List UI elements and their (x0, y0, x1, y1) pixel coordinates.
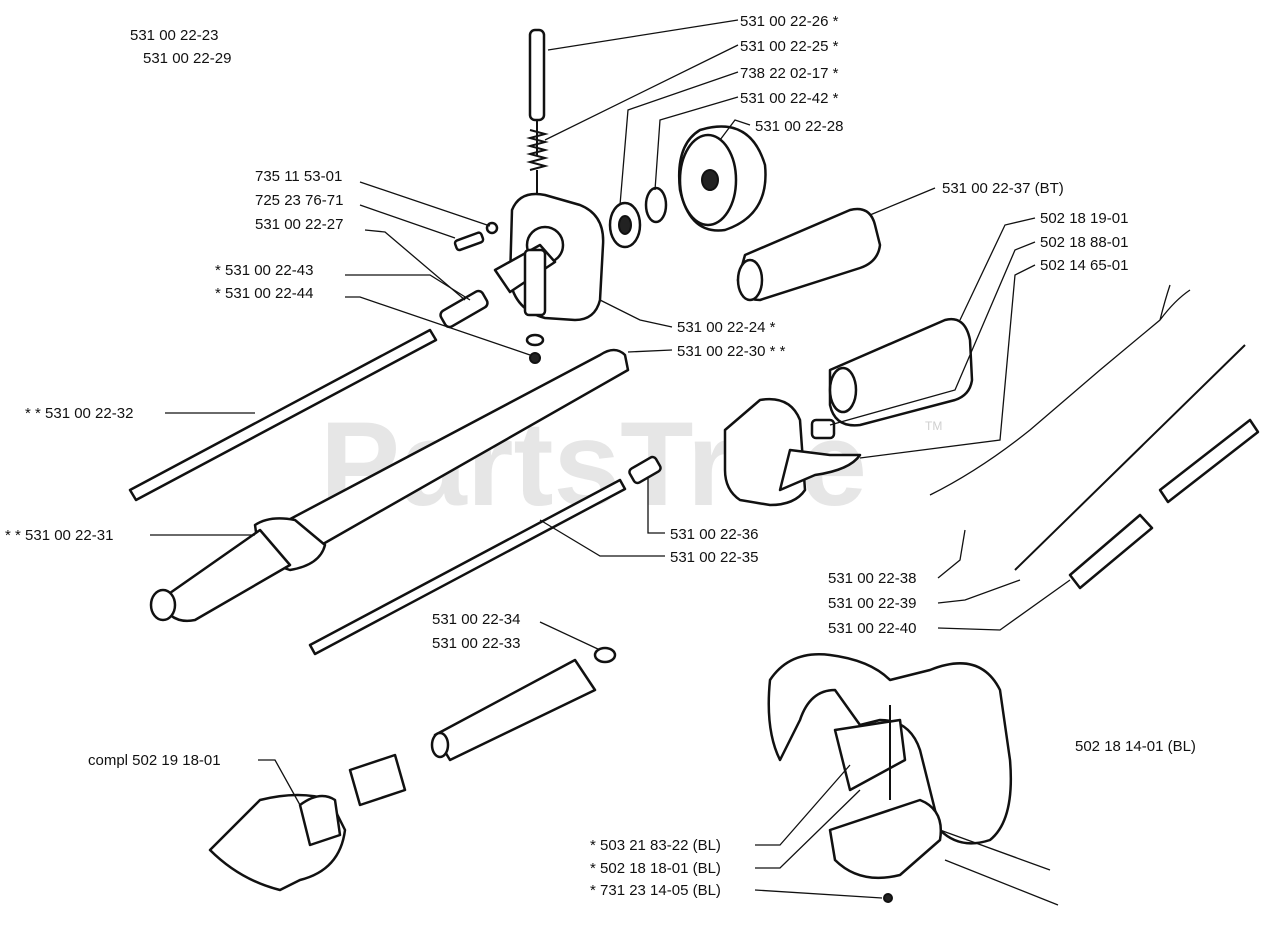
part-guard (208, 753, 407, 892)
label-531-00-22-36: 531 00 22-36 (670, 526, 758, 543)
part-spiral-sleeve (1068, 418, 1260, 590)
part-cable (1014, 344, 1246, 571)
part-gear-housing (493, 192, 605, 364)
label-531-00-22-30: 531 00 22-30 * * (677, 343, 786, 360)
label-502-18-18-01: * 502 18 18-01 (BL) (590, 860, 721, 877)
label-735-11-53-01: 735 11 53-01 (255, 168, 342, 185)
header-label-2: 531 00 22-29 (143, 50, 231, 67)
part-screw (453, 221, 499, 252)
label-738-22-02-17: 738 22 02-17 * (740, 65, 839, 82)
part-sleeve (810, 418, 836, 440)
label-531-00-22-39: 531 00 22-39 (828, 595, 916, 612)
part-bushing (628, 455, 662, 485)
part-loop-handle (767, 653, 1013, 903)
label-502-14-65-01: 502 14 65-01 (1040, 257, 1128, 274)
part-throttle-housing (723, 397, 862, 507)
label-531-00-22-38: 531 00 22-38 (828, 570, 916, 587)
label-531-00-22-37: 531 00 22-37 (BT) (942, 180, 1064, 197)
label-531-00-22-42: 531 00 22-42 * (740, 90, 839, 107)
label-502-18-19-01: 502 18 19-01 (1040, 210, 1128, 227)
part-drum (678, 125, 767, 232)
label-531-00-22-25: 531 00 22-25 * (740, 38, 839, 55)
part-extension-tube (430, 658, 597, 762)
label-503-21-83-22: * 503 21 83-22 (BL) (590, 837, 721, 854)
label-531-00-22-35: 531 00 22-35 (670, 549, 758, 566)
part-bearing (608, 201, 642, 249)
leader-lines (150, 19, 1071, 906)
label-731-23-14-05: * 731 23 14-05 (BL) (590, 882, 721, 899)
part-grip-upper (736, 207, 882, 302)
label-531-00-22-27: 531 00 22-27 (255, 216, 343, 233)
label-531-00-22-24: 531 00 22-24 * (677, 319, 776, 336)
label-compl-502-19-18-01: compl 502 19 18-01 (88, 752, 221, 769)
part-grip-lower (828, 317, 974, 427)
label-531-00-22-40: 531 00 22-40 (828, 620, 916, 637)
part-shaft-upper (128, 328, 438, 502)
label-531-00-22-34: 531 00 22-34 (432, 611, 520, 628)
label-531-00-22-31: * * 531 00 22-31 (5, 527, 113, 544)
part-tube (149, 348, 630, 623)
label-531-00-22-26: 531 00 22-26 * (740, 13, 839, 30)
label-531-00-22-32: * * 531 00 22-32 (25, 405, 133, 422)
label-531-00-22-44: * 531 00 22-44 (215, 285, 313, 302)
label-502-18-88-01: 502 18 88-01 (1040, 234, 1128, 251)
label-725-23-76-71: 725 23 76-71 (255, 192, 343, 209)
trademark: TM (925, 419, 942, 433)
label-502-18-14-01: 502 18 14-01 (BL) (1075, 738, 1196, 755)
part-ring (644, 186, 668, 224)
part-clip (593, 646, 617, 664)
part-labels: 531 00 22-26 * 531 00 22-25 * 738 22 02-… (5, 13, 1196, 899)
part-wire (929, 284, 1191, 496)
header-label-1: 531 00 22-23 (130, 27, 218, 44)
part-coupling (439, 289, 489, 329)
label-531-00-22-33: 531 00 22-33 (432, 635, 520, 652)
label-531-00-22-28: 531 00 22-28 (755, 118, 843, 135)
label-531-00-22-43: * 531 00 22-43 (215, 262, 313, 279)
